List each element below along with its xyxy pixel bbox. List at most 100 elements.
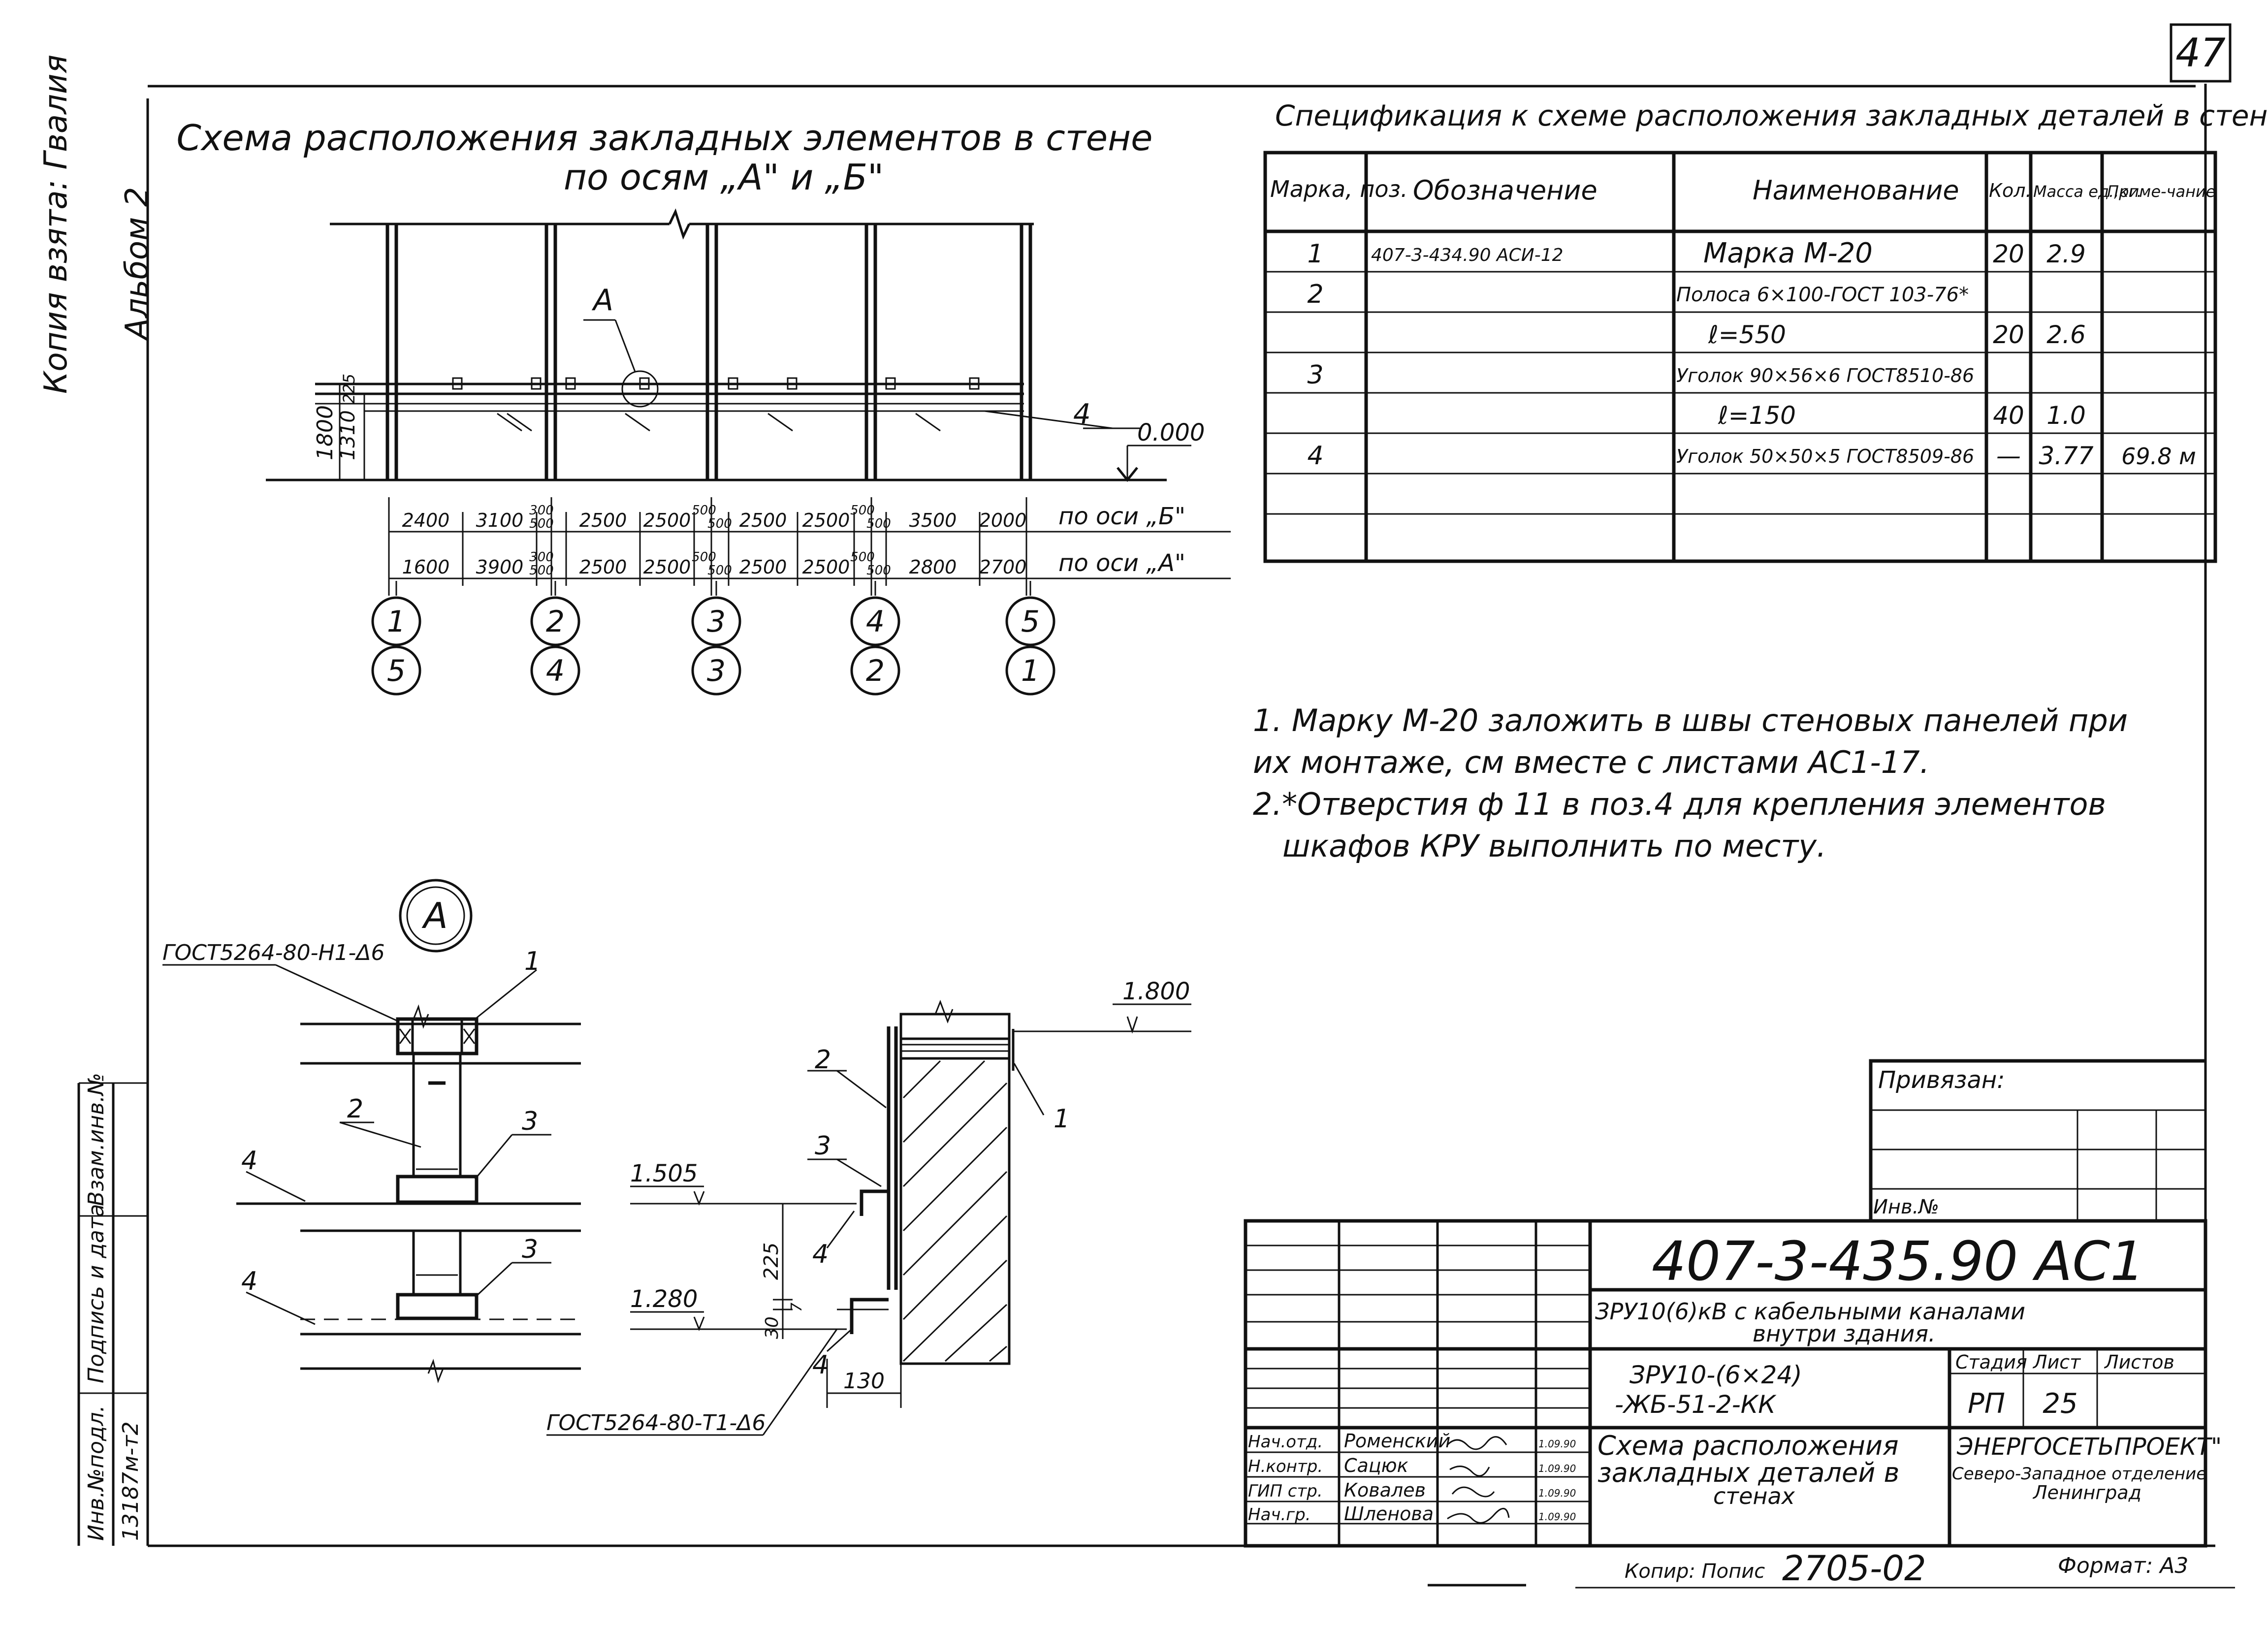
staff-date-3: 1.09.90 [1538,1511,1576,1523]
spec-r5-note: 69.8 м [2121,443,2196,470]
dim-b-4: 2500 [579,510,627,531]
axis-markers [371,581,1055,696]
dim-a-3: 500 [529,563,554,578]
footer-format: Формат: А3 [2058,1553,2188,1578]
detail-pos-4b: 4 [241,1267,257,1296]
schema-title-line2: по осям „А" и „Б" [564,157,884,198]
dimension-chains [388,497,1231,596]
section-pos-4b: 4 [812,1350,829,1380]
staff-name-1: Сацюк [1344,1455,1408,1476]
dim-b-5: 2500 [643,510,691,531]
dim-a-13: 2700 [979,556,1027,578]
spec-h-mass: Масса ед.,кг. [2033,182,2142,201]
dim-b-12: 3500 [909,510,957,531]
axis-bottom-2: 4 [546,654,565,688]
section-pos-2: 2 [815,1045,831,1075]
note-line-1: 1. Марку М-20 заложить в швы стеновых па… [1253,702,2128,738]
staff-name-3: Шленова [1344,1503,1434,1525]
staff-date-2: 1.09.90 [1538,1487,1576,1499]
dim-b-7: 500 [707,516,732,531]
detail-gost-top: ГОСТ5264-80-Н1-Δ6 [162,940,385,965]
staff-name-0: Роменский [1344,1430,1450,1452]
album-label: Альбом 2 [119,187,156,342]
title-block [1244,1219,2207,1548]
spec-r5-qty: — [1996,442,2021,470]
spec-r0-name: Марка М-20 [1703,237,1873,269]
detail-pos-3: 3 [522,1107,538,1136]
side-label-vzam: Взам.инв.№ [84,1073,109,1206]
axis-bottom-5: 1 [1021,654,1040,688]
elev-1800: 1.800 [1122,978,1190,1005]
staff-date-1: 1.09.90 [1538,1463,1576,1474]
signatures [1446,1436,1510,1524]
detail-pos-4: 4 [241,1146,257,1176]
schema-title-line1: Схема расположения закладных элементов в… [177,117,1153,159]
axis-top-4: 4 [866,605,885,639]
dim-a-11: 500 [866,563,891,578]
sheet-value: 25 [2043,1388,2077,1420]
spec-r1-mark: 2 [1307,280,1323,309]
spec-h-code: Обозначение [1413,175,1597,206]
dim-a-1: 3900 [476,556,524,578]
row-a-dims: 1600 3900 300 500 2500 2500 500 500 2500… [402,550,1027,578]
spec-h-mark: Марка, поз. [1270,176,1408,202]
sheets-label: Листов [2104,1351,2174,1373]
drawing-line1: Схема расположения [1597,1430,1899,1461]
spec-r4-mass: 1.0 [2046,401,2086,430]
spec-r3-mark: 3 [1307,360,1323,390]
axis-top-3: 3 [707,605,726,639]
dim-b-9: 2500 [802,510,850,531]
dim-b-2: 300 [529,503,554,518]
building-line1: ЗРУ10-(6×24) [1629,1361,1802,1389]
dim-a-10: 500 [850,550,875,565]
org-line1: ЭНЕРГОСЕТЬПРОЕКТ" [1956,1433,2222,1461]
row-b-label: по оси „Б" [1058,503,1185,530]
dim-1800: 1800 [313,405,338,460]
dim-130: 130 [843,1369,885,1394]
spec-r5-mark: 4 [1307,441,1323,471]
dim-a-6: 500 [692,550,716,565]
dim-a-8: 2500 [739,556,787,578]
staff-date-0: 1.09.90 [1538,1438,1576,1450]
project-line1: ЗРУ10(6)кВ с кабельными каналами [1595,1298,2025,1325]
staff-list: Нач.отд. Роменский 1.09.90 Н.контр. Сацю… [1248,1430,1576,1525]
drawing-line2: закладных деталей в [1597,1457,1899,1488]
spec-title: Спецификация к схеме расположения заклад… [1275,99,2268,132]
elev-1280: 1.280 [630,1285,698,1313]
side-copy-note: Копия взята: Гвалия [38,55,74,394]
binding-box [1869,1059,2205,1221]
privyazan-label: Привязан: [1878,1066,2005,1094]
dim-225-section: 225 [760,1243,783,1280]
axis-bottom-1: 5 [387,654,406,688]
spec-table-grid [1263,151,2217,563]
wall-section [546,999,1191,1436]
axis-top-5: 5 [1021,605,1040,639]
spec-r5-mass: 3.77 [2039,442,2094,470]
spec-r4-qty: 40 [1993,401,2024,430]
spec-r2-name: ℓ=550 [1708,320,1786,349]
section-pos-1: 1 [1054,1104,1070,1134]
side-label-inv: Инв.№подл. [84,1405,109,1541]
inv-no-label: Инв.№ [1873,1196,1939,1218]
spec-r1-name: Полоса 6×100-ГОСТ 103-76* [1676,284,1969,306]
section-pos-3: 3 [815,1131,831,1161]
spec-r2-mass: 2.6 [2046,320,2086,349]
note-line-3: 2.*Отверстия ф 11 в поз.4 для крепления … [1253,786,2106,822]
spec-r3-name: Уголок 90×56×6 ГОСТ8510-86 [1676,365,1974,386]
spec-r0-mass: 2.9 [2046,240,2086,268]
axis-top-2: 2 [546,605,565,639]
staff-role-0: Нач.отд. [1248,1432,1323,1452]
dim-7: 7 [788,1303,805,1312]
detail-badge: А [421,895,447,936]
note-line-4: шкафов КРУ выполнить по месту. [1282,828,1826,864]
dim-a-0: 1600 [402,556,450,578]
detail-a [162,879,581,1383]
dim-a-5: 2500 [643,556,691,578]
dim-a-4: 2500 [579,556,627,578]
spec-r2-qty: 20 [1993,320,2024,349]
spec-r0-code: 407-3-434.90 АСИ-12 [1371,245,1564,265]
dim-b-11: 500 [866,516,891,531]
detail-gost-bottom: ГОСТ5264-80-Т1-Δ6 [546,1410,766,1436]
page-number-box [2170,23,2232,83]
